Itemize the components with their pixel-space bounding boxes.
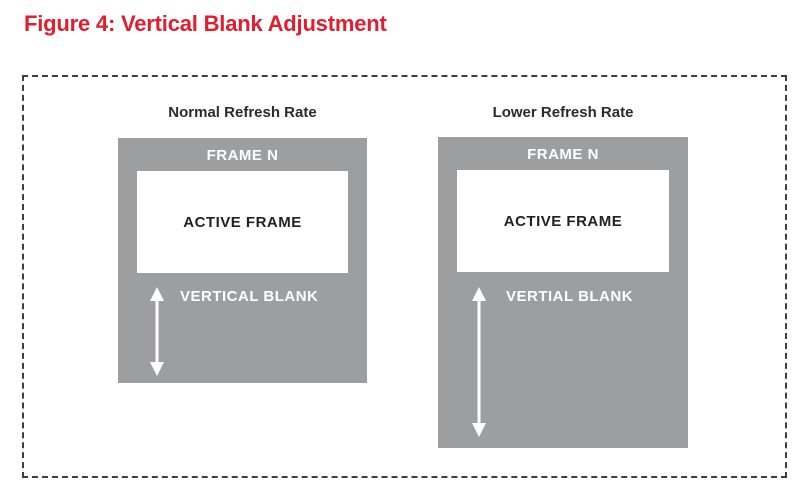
- frame-n-label: FRAME N: [206, 147, 279, 164]
- double-headed-arrow-icon: [150, 287, 164, 376]
- normal-refresh-rate-heading: Normal Refresh Rate: [168, 104, 317, 121]
- frame-n-label: FRAME N: [527, 146, 599, 163]
- figure-title: Figure 4: Vertical Blank Adjustment: [24, 11, 387, 36]
- lower-refresh-rate-heading: Lower Refresh Rate: [492, 104, 634, 121]
- vertical-blank-label: VERTICAL BLANK: [180, 288, 319, 305]
- active-frame-label: ACTIVE FRAME: [503, 212, 623, 230]
- lower-refresh-frame-box: FRAME N ACTIVE FRAME VERTIAL BLANK: [438, 137, 688, 448]
- normal-refresh-frame-box: FRAME N ACTIVE FRAME VERTICAL BLANK: [118, 138, 367, 383]
- double-headed-arrow-icon: [472, 287, 486, 437]
- vertical-blank-label: VERTIAL BLANK: [506, 288, 634, 305]
- active-frame-box: ACTIVE FRAME: [137, 171, 348, 273]
- active-frame-box: ACTIVE FRAME: [457, 170, 669, 272]
- active-frame-label: ACTIVE FRAME: [183, 213, 302, 231]
- diagram-dashed-border: [22, 75, 787, 478]
